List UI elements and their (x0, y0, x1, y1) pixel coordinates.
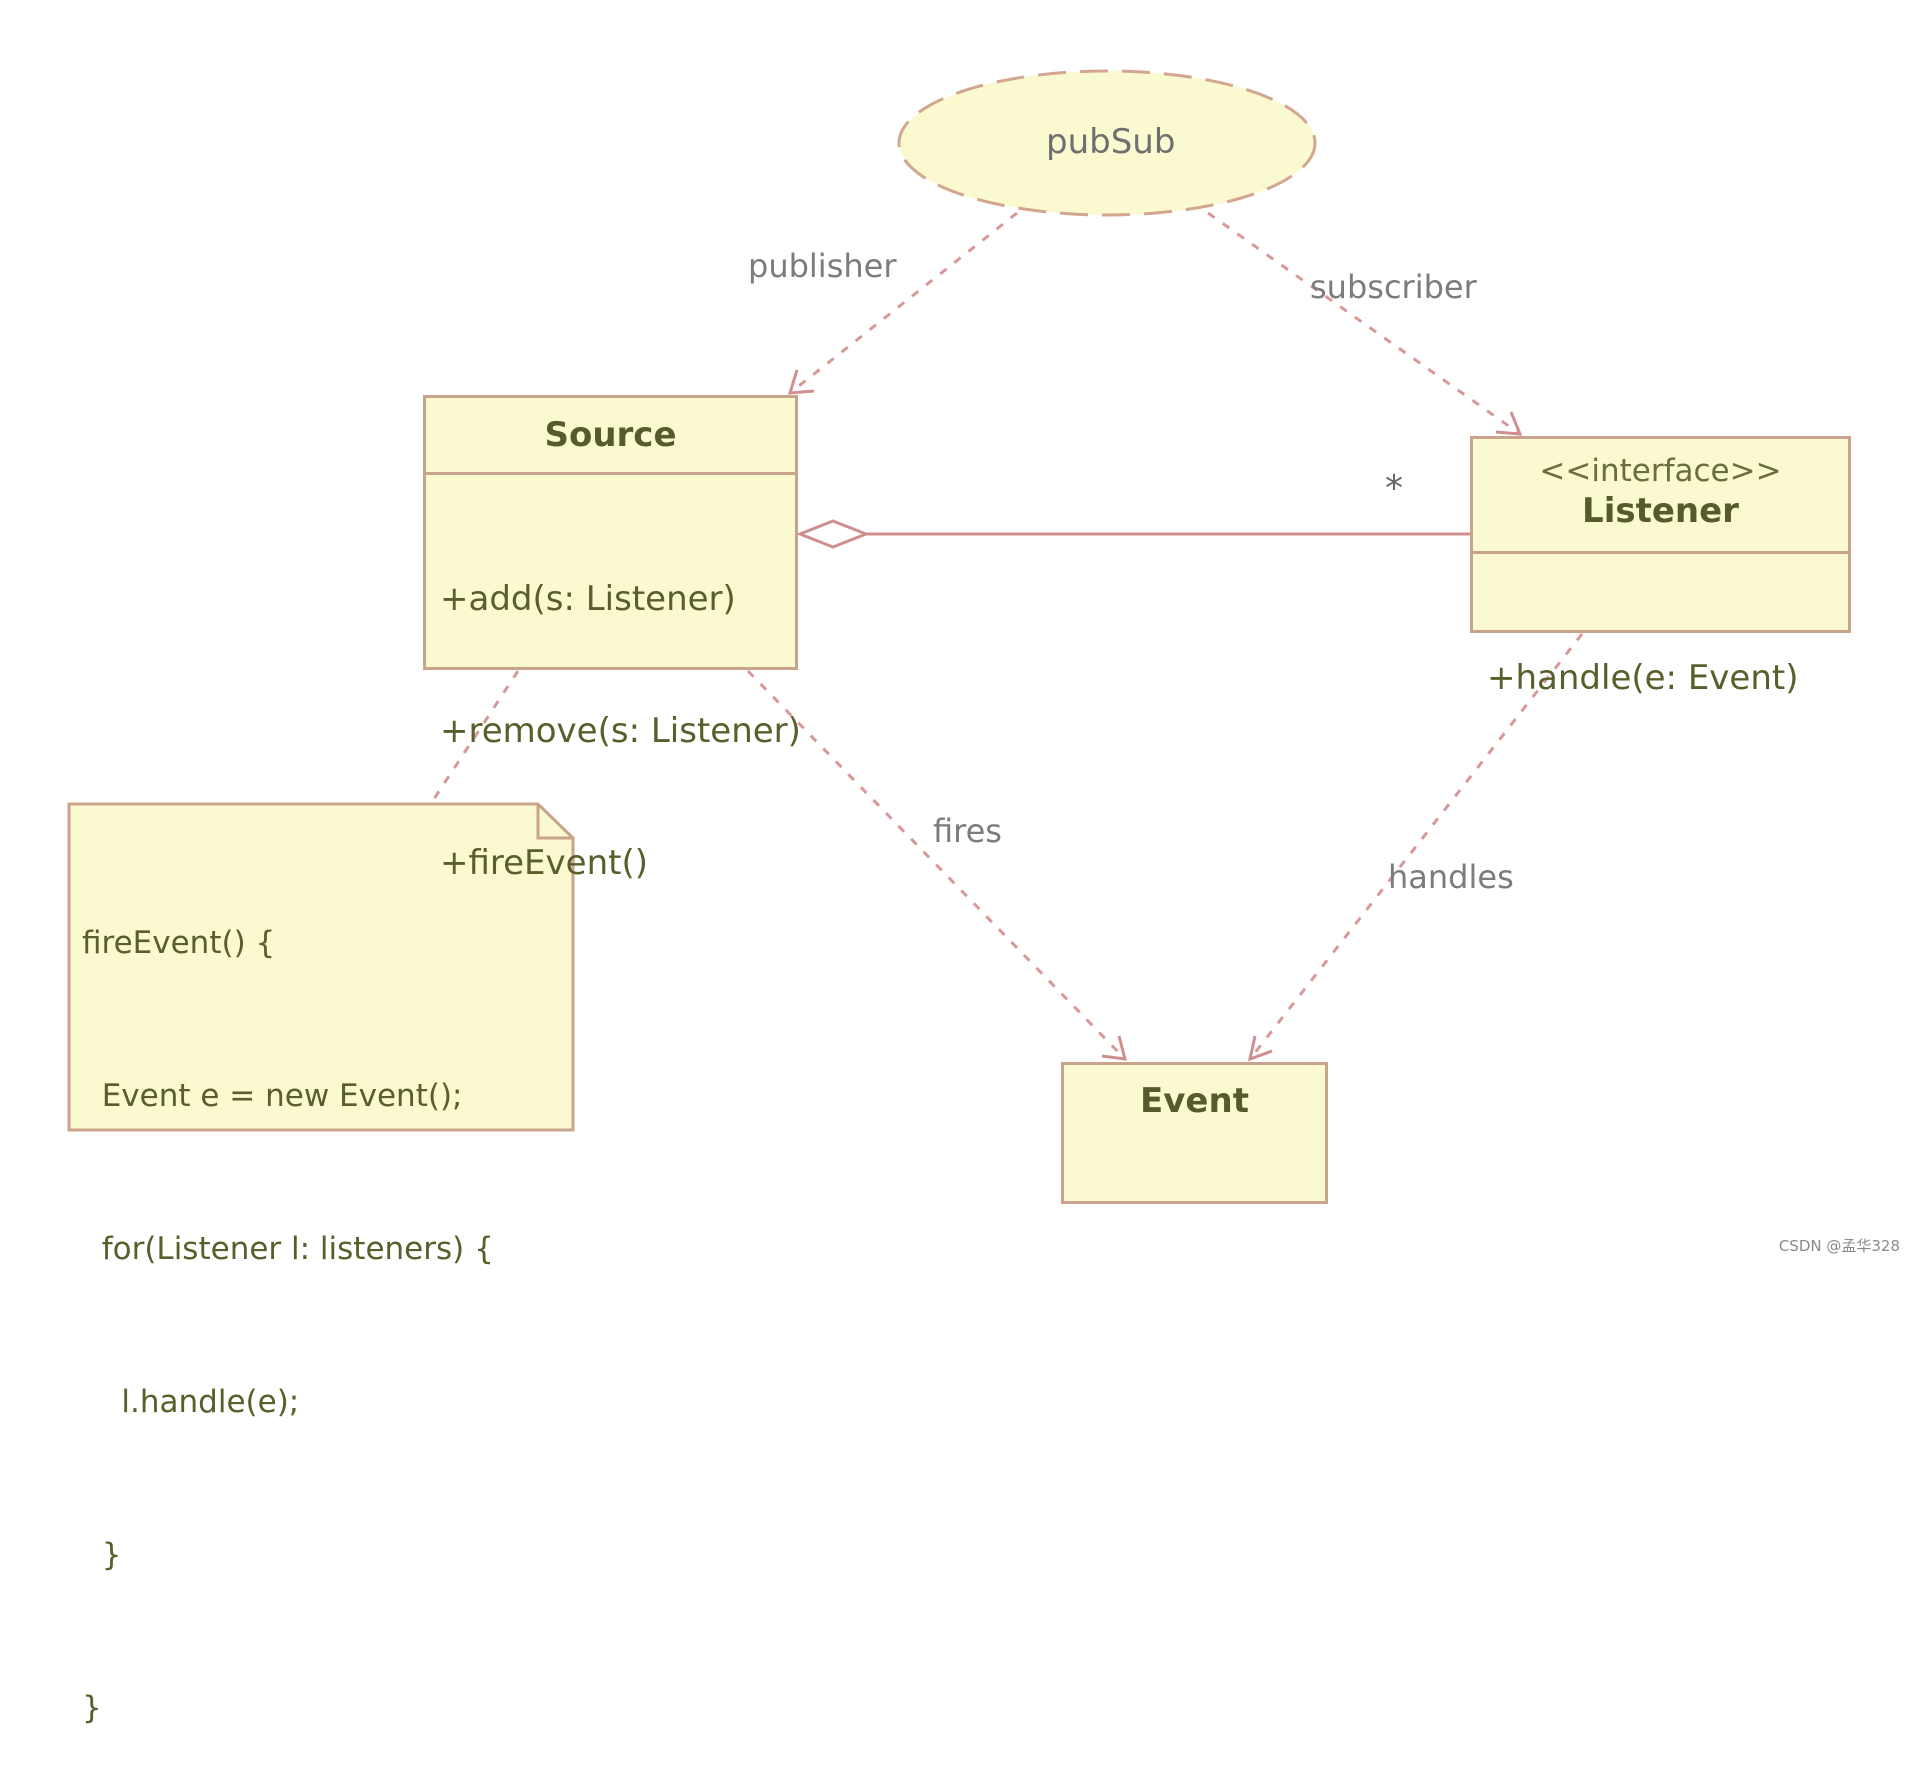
aggregation-diamond (795, 519, 871, 549)
code-note (67, 802, 575, 1132)
listener-stereotype: <<interface>> (1539, 453, 1782, 489)
event-class-name: Event (1140, 1081, 1249, 1121)
source-class-name: Source (544, 415, 677, 455)
pubsub-collaboration (897, 69, 1317, 217)
fires-arrowhead (1101, 1035, 1128, 1061)
fires-dependency (746, 669, 1127, 1061)
handles-arrowhead (1247, 1035, 1273, 1062)
source-divider (426, 472, 795, 475)
publisher-dependency (789, 211, 1018, 395)
listener-interface: <<interface>> Listener +handle(e: Event) (1470, 436, 1851, 698)
subscriber-label: subscriber (1310, 268, 1477, 306)
note-line: for(Listener l: listeners) { (82, 1231, 494, 1267)
note-text: fireEvent() { Event e = new Event(); for… (82, 816, 494, 1785)
source-operation-add: +add(s: Listener) (440, 579, 736, 619)
handles-label: handles (1388, 858, 1514, 896)
source-operation-fire-event: +fireEvent() (440, 843, 648, 883)
note-line: Event e = new Event(); (82, 1078, 463, 1114)
source-operation-remove: +remove(s: Listener) (440, 711, 801, 751)
listener-divider (1473, 551, 1848, 554)
fires-label: fires (933, 812, 1002, 850)
note-line: fireEvent() { (82, 925, 276, 961)
note-line: } (82, 1537, 122, 1573)
note-line: l.handle(e); (82, 1384, 300, 1420)
note-anchor-line (428, 670, 520, 806)
subscriber-arrowhead (1495, 411, 1523, 436)
subscriber-dependency (1207, 211, 1521, 436)
publisher-arrowhead (787, 369, 815, 395)
watermark: CSDN @孟华328 (1778, 1237, 1900, 1255)
publisher-label: publisher (748, 247, 897, 285)
pubsub-label: pubSub (1046, 122, 1176, 162)
diagram-canvas (67, 69, 1584, 1132)
multiplicity-label: * (1385, 468, 1403, 509)
note-fold (536, 804, 573, 840)
source-class: Source +add(s: Listener) +remove(s: List… (423, 395, 801, 883)
event-class: Event (1061, 1062, 1328, 1204)
listener-operation-handle: +handle(e: Event) (1487, 658, 1799, 698)
listener-interface-name: Listener (1582, 491, 1739, 531)
note-line: } (82, 1690, 102, 1726)
